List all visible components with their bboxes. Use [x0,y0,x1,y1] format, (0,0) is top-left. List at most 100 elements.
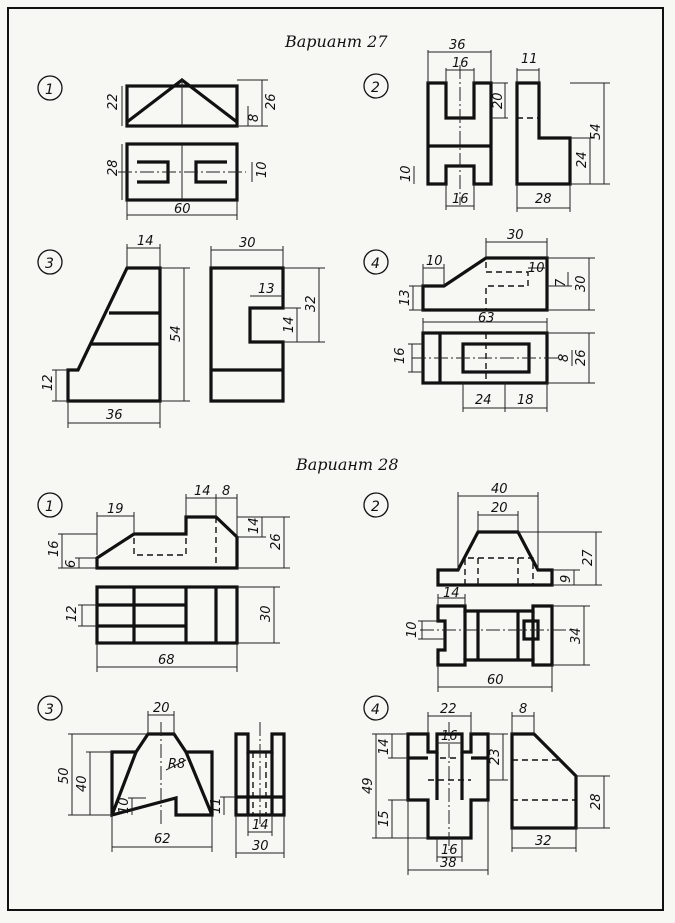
v28-task1-dimensions [58,494,290,672]
v27-task3-side-view [209,266,285,403]
v28-t2-dim-34: 34 [569,627,584,644]
v27-task3-dimensions [52,244,325,428]
v28-task1-top-view [95,585,239,645]
v27-t4-dim-30-v: 30 [574,275,589,292]
v27-t1-dim-60: 60 [174,202,191,217]
v27-task4-number-circle [363,249,389,275]
v28-t4-dim-22: 22 [440,702,457,717]
v28-task2-number: 2 [371,499,380,515]
v28-t1-dim-8: 8 [222,484,230,499]
v27-task4-dimensions [408,238,595,412]
v28-t3-dim-r8: R8 [168,757,185,772]
v27-t4-dim-24: 24 [475,393,492,408]
v27-task2-front-view [426,65,493,205]
v27-t4-dim-18: 18 [517,393,534,408]
v28-task3-side-view [234,722,286,825]
v27-t2-dim-16-bottom: 16 [452,192,469,207]
v27-task2-number: 2 [371,80,380,96]
v28-t1-dim-14-top: 14 [194,484,211,499]
v28-task3-number: 3 [45,702,54,718]
v28-t1-dim-68: 68 [158,653,175,668]
v28-t4-dim-32: 32 [535,834,552,849]
v27-t3-dim-14: 14 [137,234,154,249]
v28-t2-dim-40: 40 [491,482,508,497]
v28-task2-top-view [420,604,570,667]
v27-t2-dim-10: 10 [399,165,414,182]
v27-t2-dim-24: 24 [575,151,590,168]
v28-t3-dim-30: 30 [252,839,269,854]
v28-task1-number-circle [37,492,63,518]
sheet-frame [7,7,664,911]
v28-t3-dim-14: 14 [252,818,269,833]
v28-t4-dim-28: 28 [589,793,604,810]
v28-t1-dim-19: 19 [107,502,124,517]
v27-task1-number: 1 [45,82,54,98]
v28-t4-dim-16-top: 16 [441,729,458,744]
v28-t2-dim-27: 27 [581,549,596,566]
v28-t4-dim-49: 49 [361,777,376,794]
v28-task2-dimensions [418,492,602,692]
variant-27-title: Вариант 27 [284,32,388,51]
v27-task2-side-view [515,81,572,186]
v27-t3-dim-12: 12 [41,374,56,391]
v27-task3-front-view [66,266,162,403]
v28-t1-dim-26: 26 [269,533,284,550]
v28-t1-dim-6: 6 [64,560,79,568]
v27-t1-dim-26: 26 [264,93,279,110]
v28-t3-dim-62: 62 [154,832,171,847]
v27-t2-dim-28: 28 [535,192,552,207]
v28-t1-dim-30: 30 [259,605,274,622]
v27-task3-number: 3 [45,256,54,272]
v27-t3-dim-36: 36 [106,408,123,423]
v27-t4-dim-26: 26 [574,349,589,366]
v28-task2-front-view [436,530,554,587]
v27-t1-dim-28: 28 [106,159,121,176]
v28-t4-dim-8: 8 [519,702,527,717]
v27-t2-dim-20: 20 [491,92,506,109]
v27-task2-number-circle [363,73,389,99]
v27-task1-number-circle [37,75,63,101]
v27-t2-dim-16-top: 16 [452,56,469,71]
v27-t3-dim-30: 30 [239,236,256,251]
v28-t3-dim-20: 20 [153,701,170,716]
v28-t3-dim-50: 50 [57,767,72,784]
v28-t4-dim-23: 23 [488,748,503,765]
v28-task3-dimensions [68,711,285,858]
v27-t3-dim-54: 54 [169,325,184,342]
v28-t1-dim-16: 16 [47,540,62,557]
v28-task3-front-view [110,722,214,825]
v27-task4-top-view [412,331,562,385]
v27-task2-dimensions [413,50,610,212]
v27-t2-dim-54: 54 [589,123,604,140]
v27-t2-dim-11: 11 [521,52,538,67]
v27-t4-dim-10-left: 10 [426,254,443,269]
v27-task1-front-view [125,77,239,128]
v28-t3-dim-10: 10 [117,797,132,814]
v27-task4-number: 4 [371,256,380,272]
v28-t2-dim-60: 60 [487,673,504,688]
v28-task1-front-view [95,515,239,570]
v27-t4-dim-10-right: 10 [528,261,545,276]
v27-t1-dim-8: 8 [247,114,262,122]
v28-task4-side-view [510,732,578,830]
v28-t4-dim-38: 38 [440,856,457,871]
v28-task4-dimensions [372,712,610,875]
v28-t3-dim-40: 40 [75,775,90,792]
v28-t2-dim-20: 20 [491,501,508,516]
v28-t2-dim-10: 10 [405,621,420,638]
v28-task1-number: 1 [45,499,54,515]
v27-t4-dim-30: 30 [507,228,524,243]
v28-t1-dim-14-side: 14 [247,517,262,534]
v28-task4-number-circle [363,695,389,721]
v28-t4-dim-15: 15 [377,810,392,827]
v27-task3-number-circle [37,249,63,275]
v28-task4-number: 4 [371,702,380,718]
v27-t1-dim-10: 10 [255,161,270,178]
v28-t4-dim-16-bottom: 16 [441,843,458,858]
v28-t2-dim-9: 9 [559,575,574,583]
v27-t4-dim-8: 8 [557,354,572,362]
v28-task2-number-circle [363,492,389,518]
v27-t4-dim-16: 16 [393,347,408,364]
